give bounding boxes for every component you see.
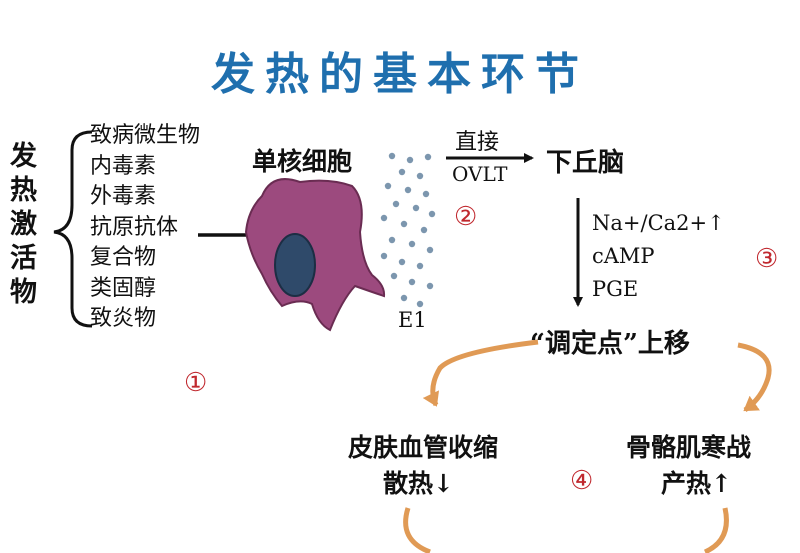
- hypothalamus-label: 下丘脑: [546, 148, 625, 178]
- e1-particle-dot: [388, 236, 396, 244]
- cell-nucleus: [274, 233, 316, 297]
- e1-label: E1: [398, 308, 427, 332]
- direct-label: 直接: [455, 130, 500, 155]
- e1-particle-dot: [380, 252, 388, 260]
- muscle-loop-arrow: [703, 507, 729, 553]
- e1-particle-dot: [416, 300, 424, 308]
- e1-particles: [380, 152, 436, 308]
- e1-particle-dot: [406, 156, 414, 164]
- step-marker-4: ④: [570, 466, 594, 496]
- e1-particle-dot: [380, 214, 388, 222]
- agent-item: 类固醇: [90, 275, 157, 301]
- activator-char: 发: [10, 141, 37, 172]
- agent-item: 外毒素: [90, 184, 157, 209]
- e1-particle-dot: [400, 220, 408, 228]
- e1-particle-dot: [398, 168, 406, 176]
- e1-particle-dot: [392, 200, 400, 208]
- e1-particle-dot: [408, 240, 416, 248]
- setpoint-label: “调定点”上移: [530, 329, 690, 359]
- muscle-shivering-label: 骨骼肌寒战: [626, 433, 752, 462]
- e1-particle-dot: [420, 226, 428, 234]
- mediator-ions: Na+/Ca2+↑: [592, 211, 725, 235]
- agent-item: 复合物: [90, 245, 157, 270]
- e1-particle-dot: [426, 246, 434, 254]
- e1-particle-dot: [412, 204, 420, 212]
- step-marker-2: ②: [454, 202, 478, 232]
- page-title: 发热的基本环节: [211, 49, 589, 100]
- heat-loss-label: 散热↓: [383, 469, 454, 498]
- e1-particle-dot: [404, 186, 412, 194]
- setpoint-to-skin-arrow: [422, 339, 539, 407]
- e1-particle-dot: [428, 210, 436, 218]
- cell-label: 单核细胞: [252, 147, 353, 176]
- activator-char: 活: [10, 243, 37, 274]
- step-marker-3: ③: [755, 244, 779, 274]
- skin-vasoconstriction-label: 皮肤血管收缩: [348, 433, 499, 462]
- agent-item: 抗原抗体: [90, 214, 179, 240]
- e1-particle-dot: [400, 294, 408, 302]
- e1-particle-dot: [426, 282, 434, 290]
- e1-particle-dot: [388, 152, 396, 160]
- heat-production-label: 产热↑: [661, 469, 732, 498]
- mediator-camp: cAMP: [592, 244, 655, 268]
- e1-particle-dot: [390, 272, 398, 280]
- e1-particle-dot: [384, 182, 392, 190]
- activator-char: 物: [10, 277, 37, 308]
- e1-particle-dot: [416, 262, 424, 270]
- e1-particle-dot: [416, 172, 424, 180]
- e1-particle-dot: [398, 258, 406, 266]
- agent-item: 致病微生物: [90, 123, 201, 148]
- ovlt-label: OVLT: [452, 162, 508, 186]
- monocyte-cell: [244, 178, 386, 332]
- e1-particle-dot: [408, 278, 416, 286]
- skin-loop-arrow: [403, 507, 431, 553]
- setpoint-to-muscle-arrow: [737, 342, 772, 413]
- e1-particle-dot: [424, 153, 432, 161]
- mediator-pge: PGE: [592, 277, 639, 301]
- agent-item: 致炎物: [90, 306, 157, 331]
- e1-particle-dot: [422, 190, 430, 198]
- activator-char: 热: [10, 175, 37, 206]
- agents-list: 致病微生物 内毒素 外毒素 抗原抗体 复合物 类固醇 致炎物: [90, 121, 200, 335]
- step-marker-1: ①: [184, 368, 208, 398]
- activator-char: 激: [10, 209, 37, 240]
- agents-brace: [53, 130, 93, 328]
- agent-item: 内毒素: [90, 153, 157, 179]
- activator-vertical-label: 发 热 激 活 物: [10, 140, 37, 310]
